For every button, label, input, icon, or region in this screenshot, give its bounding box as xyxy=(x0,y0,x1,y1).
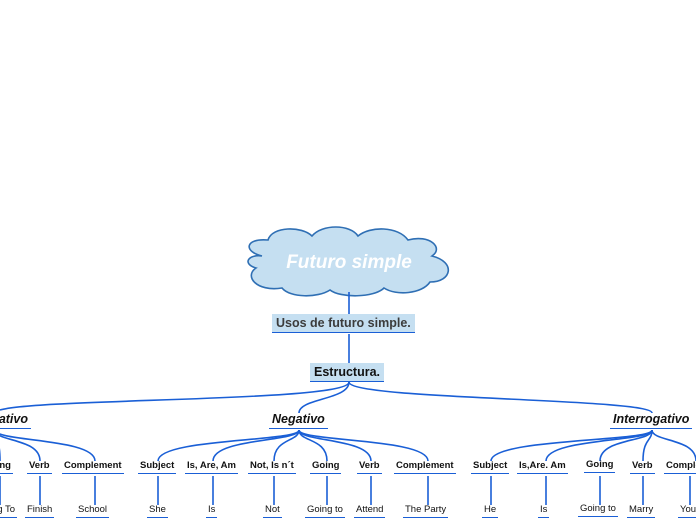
topic-usos-label: Usos de futuro simple. xyxy=(276,316,411,330)
afirmativo-category-complement[interactable]: Complement xyxy=(62,460,124,474)
link-interrogativo-child-1 xyxy=(545,429,653,462)
link-interrogativo-child-3 xyxy=(642,429,653,462)
interrogativo-value-you[interactable]: You xyxy=(678,504,696,518)
interrogativo-value-is[interactable]: Is xyxy=(538,504,550,518)
category-label: Verb xyxy=(29,460,50,471)
negativo-value-going-to[interactable]: Going to xyxy=(305,504,345,518)
value-label: Is xyxy=(208,504,216,515)
link-negativo-child-0 xyxy=(157,429,300,462)
category-label: Complement xyxy=(64,460,122,471)
root-cloud-shape[interactable] xyxy=(247,226,450,297)
value-label: He xyxy=(484,504,497,515)
afirmativo-value-going-to[interactable]: Going To xyxy=(0,504,17,518)
branch-negativo[interactable]: Negativo xyxy=(269,412,328,429)
negativo-category-not[interactable]: Not, Is n´t xyxy=(248,460,296,474)
root-topic-title[interactable]: Futuro simple xyxy=(286,252,412,273)
topic-estructura-label: Estructura. xyxy=(314,365,380,379)
value-label: Is xyxy=(540,504,548,515)
negativo-category-complement[interactable]: Complement xyxy=(394,460,456,474)
interrogativo-value-going-to[interactable]: Going to xyxy=(578,503,618,517)
afirmativo-category-verb[interactable]: Verb xyxy=(27,460,52,474)
branch-label: Negativo xyxy=(272,412,325,426)
interrogativo-category-complement[interactable]: Complement xyxy=(664,460,696,474)
value-label: You xyxy=(680,504,696,515)
afirmativo-category-going[interactable]: Going xyxy=(0,460,13,474)
interrogativo-category-is-are-am[interactable]: Is,Are. Am xyxy=(517,460,568,474)
link-to-negativo xyxy=(298,381,350,414)
link-afirmativo-child-2 xyxy=(0,433,96,462)
category-label: Subject xyxy=(140,460,175,471)
value-label: Going to xyxy=(307,504,343,515)
branch-interrogativo[interactable]: Interrogativo xyxy=(610,412,693,429)
value-label: School xyxy=(78,504,108,515)
value-label: Marry xyxy=(629,504,654,515)
interrogativo-category-going[interactable]: Going xyxy=(584,459,616,473)
category-label: Verb xyxy=(359,460,380,471)
link-negativo-child-2 xyxy=(273,429,300,462)
afirmativo-value-school[interactable]: School xyxy=(76,504,110,518)
value-label: The Party xyxy=(405,504,447,515)
negativo-category-going[interactable]: Going xyxy=(310,460,342,474)
link-negativo-child-5 xyxy=(298,429,429,462)
negativo-category-verb[interactable]: Verb xyxy=(357,460,382,474)
negativo-category-is-are-am[interactable]: Is, Are, Am xyxy=(185,460,238,474)
interrogativo-category-subject[interactable]: Subject xyxy=(471,460,510,474)
afirmativo-value-finish[interactable]: Finish xyxy=(25,504,55,518)
link-interrogativo-child-2 xyxy=(599,429,653,462)
topic-estructura[interactable]: Estructura. xyxy=(310,363,384,382)
negativo-value-attend[interactable]: Attend xyxy=(354,504,386,518)
value-label: She xyxy=(149,504,166,515)
category-label: Complement xyxy=(396,460,454,471)
value-label: Not xyxy=(265,504,280,515)
category-label: Going xyxy=(586,459,614,470)
link-afirmativo-child-1 xyxy=(0,434,41,462)
interrogativo-value-he[interactable]: He xyxy=(482,504,499,518)
link-to-interrogativo xyxy=(348,381,653,414)
link-to-afirmativo xyxy=(0,381,350,411)
negativo-value-she[interactable]: She xyxy=(147,504,168,518)
link-negativo-child-1 xyxy=(212,429,300,462)
branch-label: Afirmativo xyxy=(0,412,28,426)
negativo-category-subject[interactable]: Subject xyxy=(138,460,177,474)
value-label: Going to xyxy=(580,503,616,514)
category-label: Subject xyxy=(473,460,508,471)
category-label: Not, Is n´t xyxy=(250,460,294,471)
negativo-value-the-party[interactable]: The Party xyxy=(403,504,449,518)
category-label: Going xyxy=(0,460,11,471)
branch-afirmativo[interactable]: Afirmativo xyxy=(0,412,31,429)
interrogativo-value-marry[interactable]: Marry xyxy=(627,504,656,518)
negativo-value-not[interactable]: Not xyxy=(263,504,282,518)
category-label: Is,Are. Am xyxy=(519,460,566,471)
value-label: Finish xyxy=(27,504,53,515)
topic-usos[interactable]: Usos de futuro simple. xyxy=(272,314,415,333)
value-label: Going To xyxy=(0,504,15,515)
negativo-value-is[interactable]: Is xyxy=(206,504,218,518)
interrogativo-category-verb[interactable]: Verb xyxy=(630,460,655,474)
category-label: Is, Are, Am xyxy=(187,460,236,471)
link-interrogativo-child-4 xyxy=(651,429,696,462)
category-label: Going xyxy=(312,460,340,471)
link-interrogativo-child-0 xyxy=(490,429,653,462)
category-label: Complement xyxy=(666,460,696,471)
category-label: Verb xyxy=(632,460,653,471)
value-label: Attend xyxy=(356,504,384,515)
branch-label: Interrogativo xyxy=(613,412,690,426)
